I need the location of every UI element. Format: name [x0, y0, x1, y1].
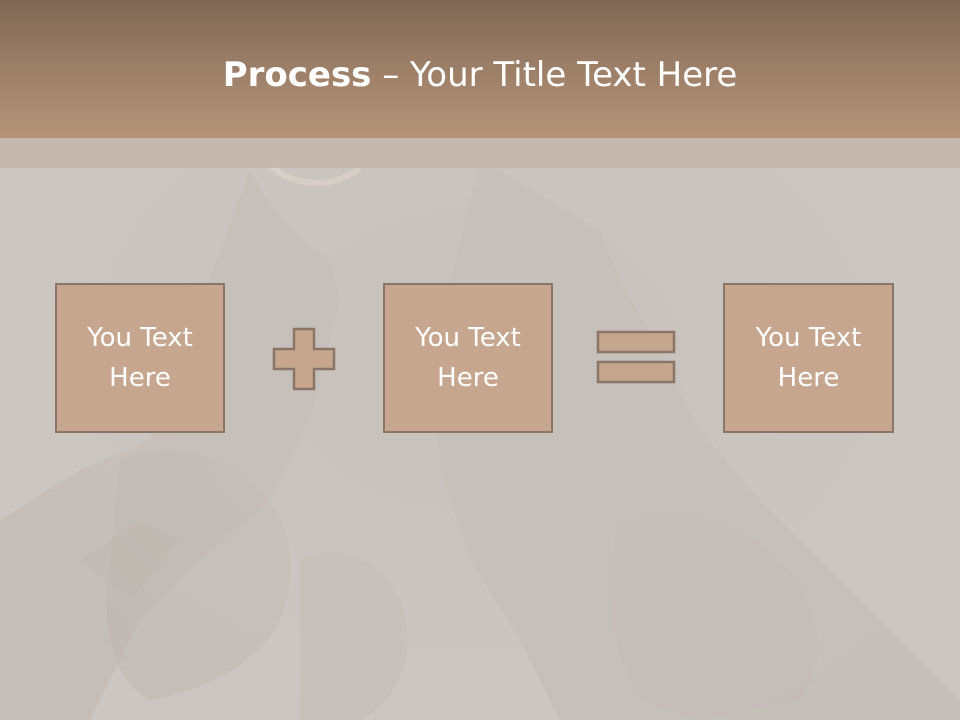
slide-title-rest: – Your Title Text Here [371, 55, 738, 95]
plus-icon [272, 327, 336, 391]
slide-title: Process – Your Title Text Here [0, 52, 960, 98]
process-step-box: You Text Here [55, 283, 225, 433]
process-step-label: You Text Here [415, 323, 521, 393]
header-strip [0, 138, 960, 168]
process-step-label: You Text Here [755, 323, 862, 393]
header-band [0, 0, 960, 138]
process-step-label: You Text Here [87, 323, 193, 393]
equals-icon [596, 330, 676, 384]
process-step-box: You Text Here [723, 283, 894, 433]
process-step-box: You Text Here [383, 283, 553, 433]
slide-title-bold: Process [222, 55, 372, 95]
